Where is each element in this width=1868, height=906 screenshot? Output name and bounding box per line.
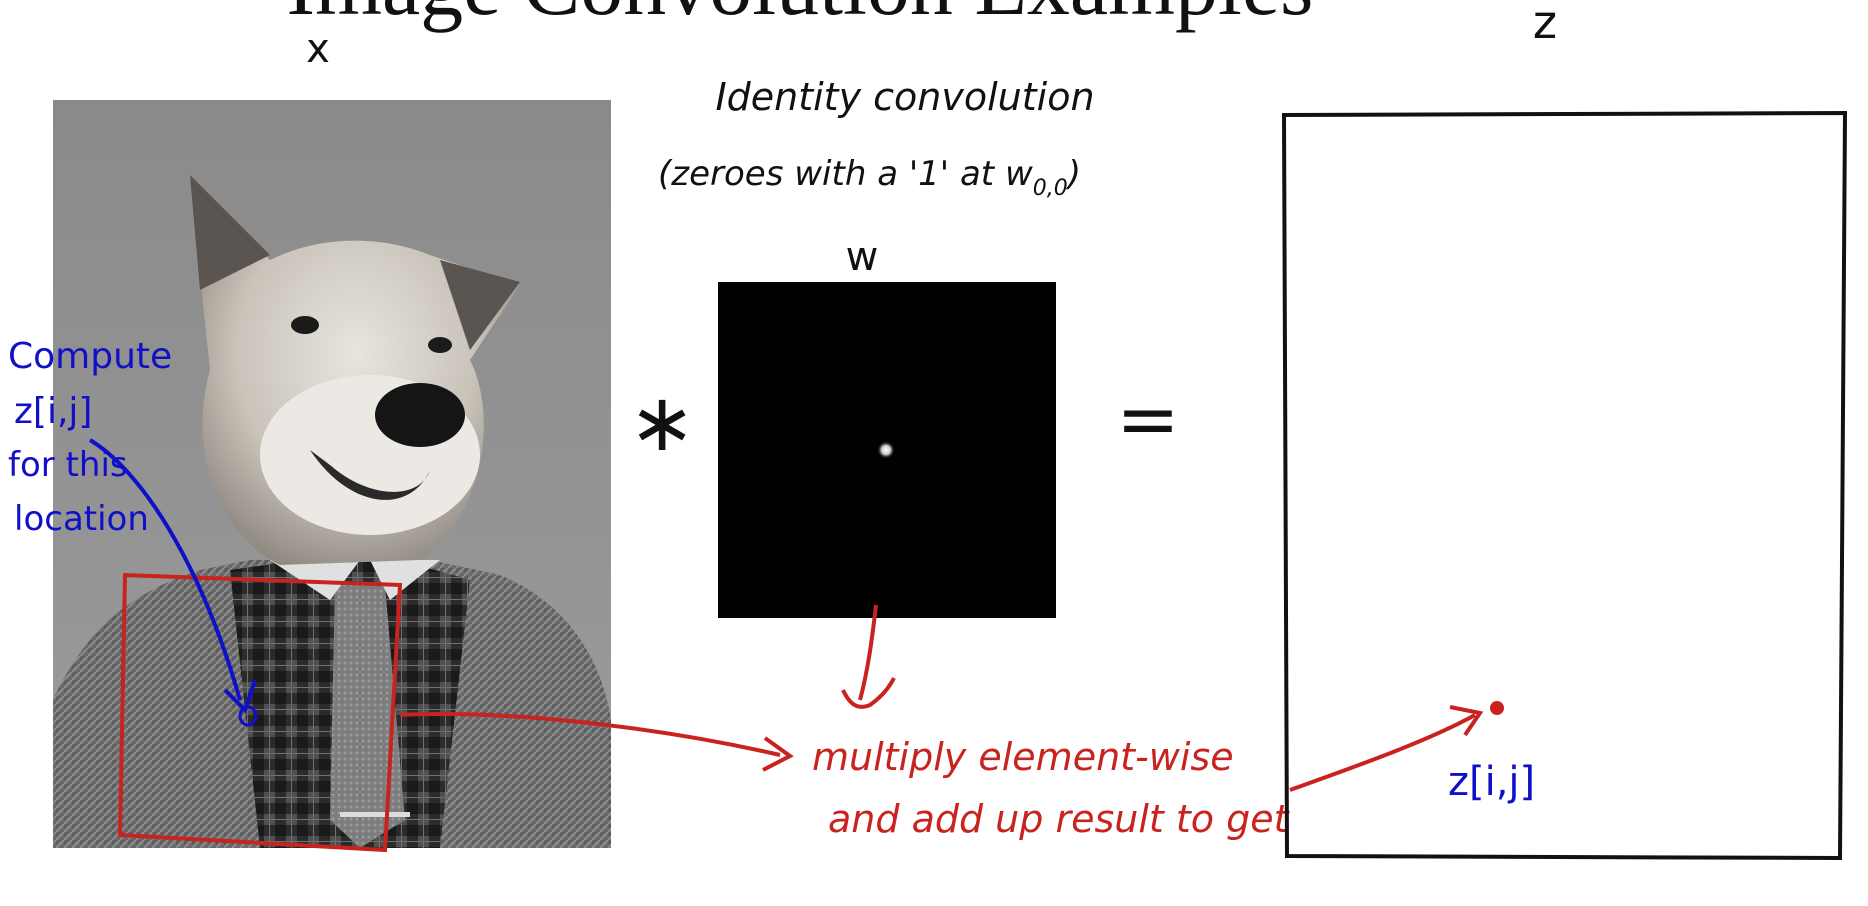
output-frame	[1281, 110, 1848, 861]
kernel-image	[718, 282, 1056, 618]
receptive-field-box	[117, 572, 403, 853]
compute-note-line3: for this	[8, 445, 128, 485]
kernel-down-arrow-head	[841, 677, 896, 709]
output-image-label: z	[1533, 0, 1557, 49]
multiply-note-line2: and add up result to get	[828, 797, 1291, 841]
compute-arrow-head	[223, 679, 257, 714]
identity-note-line2: (zeroes with a '1' at w0,0)	[658, 154, 1081, 201]
identity-note-close: )	[1065, 154, 1081, 194]
note-to-output-arrow-head	[1449, 705, 1484, 737]
svg-text:(zeroes with a '1' at w0,0): (zeroes with a '1' at w0,0)	[658, 154, 1081, 201]
identity-note-line1: Identity convolution	[715, 75, 1094, 119]
box-to-note-arrow	[399, 712, 781, 757]
kernel-down-arrow	[858, 604, 878, 701]
equals-sign: =	[1116, 374, 1180, 463]
output-pixel-label: z[i,j]	[1448, 759, 1535, 805]
kernel-label: w	[846, 234, 879, 280]
compute-arrow	[88, 438, 242, 701]
multiply-note-line1: multiply element-wise	[812, 735, 1234, 779]
identity-note-subscript: 0,0	[1033, 176, 1068, 201]
compute-note-line2: z[i,j]	[14, 391, 92, 432]
input-image	[53, 100, 611, 848]
identity-note-text: (zeroes with a '1' at w	[658, 154, 1033, 194]
output-pixel-marker	[1490, 701, 1504, 715]
input-image-label: x	[306, 26, 330, 72]
note-to-output-arrow	[1289, 713, 1476, 792]
compute-note-line1: Compute	[8, 336, 172, 377]
convolution-operator: ∗	[628, 376, 695, 469]
compute-target-mark	[238, 705, 258, 727]
slide-title: Image Convolution Examples	[286, 0, 1313, 33]
box-to-note-arrow-head	[762, 736, 794, 772]
compute-note-line4: location	[14, 499, 149, 539]
